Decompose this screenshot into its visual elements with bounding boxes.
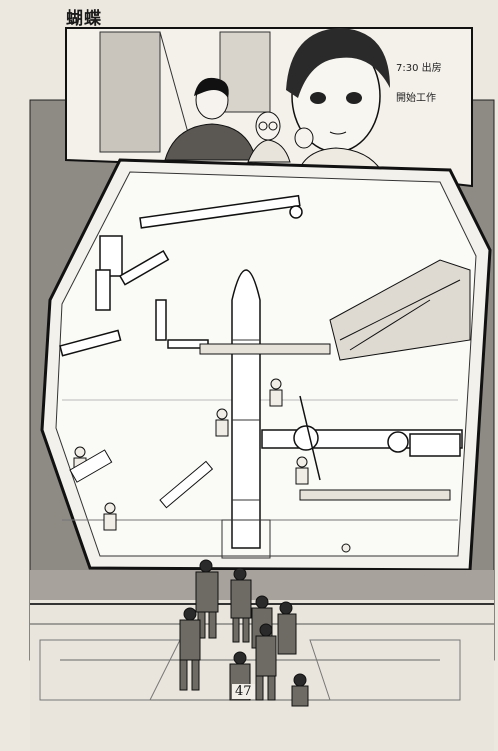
satellite-structure [261,395,463,481]
caption-time: 7:30 出房 [396,63,442,74]
caption-text: 開始工作 [396,93,436,104]
character-glasses-man [247,111,291,163]
robotic-arm-top [95,194,303,311]
truss-catwalk [199,259,471,501]
spectators-group [179,559,309,707]
rocket-illustration [221,269,271,559]
page-number: 47 [232,684,255,699]
chapter-title: 蝴蝶 [66,9,102,29]
robotic-arm-left [59,249,209,357]
time-caption: 7:30 出房 開始工作 [396,46,442,121]
hangar-window [40,158,492,572]
character-dark-hair-man [164,77,257,161]
